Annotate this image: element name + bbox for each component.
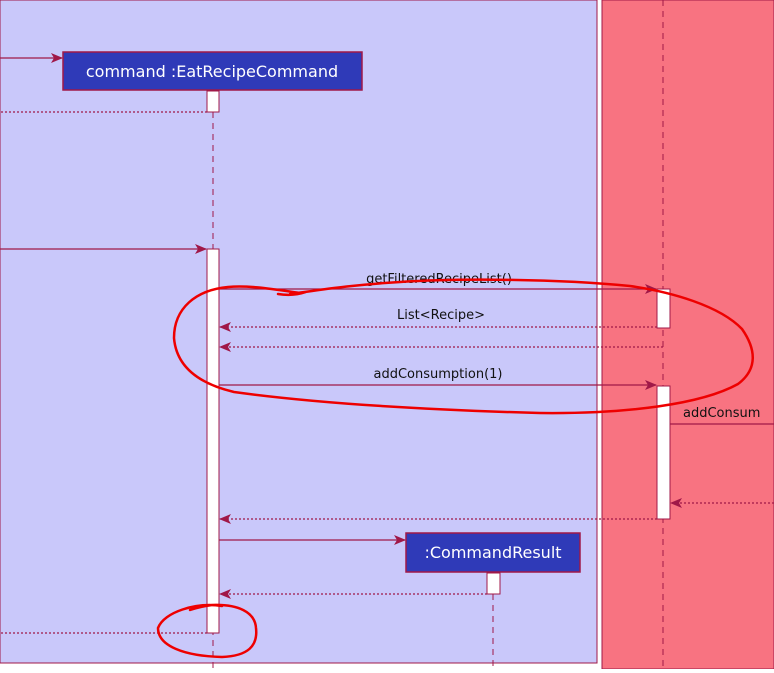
command-participant: command :EatRecipeCommand [62,51,363,91]
model-add-activation [656,385,671,520]
annotation-small-circle [156,603,258,659]
command-creation-activation [206,90,220,113]
command-result-activation [486,572,501,595]
annotation-large-circle [172,278,754,415]
command-result-participant: :CommandResult [405,532,581,573]
command-participant-label: command :EatRecipeCommand [86,62,338,81]
model-get-activation [656,288,671,329]
command-result-label: :CommandResult [424,543,561,562]
add-consumption-label: addConsumption(1) [374,367,503,382]
model-region [601,0,774,670]
add-consumption-next-label: addConsum [683,406,760,421]
list-recipe-label: List<Recipe> [397,308,485,323]
command-execute-activation [206,248,220,634]
